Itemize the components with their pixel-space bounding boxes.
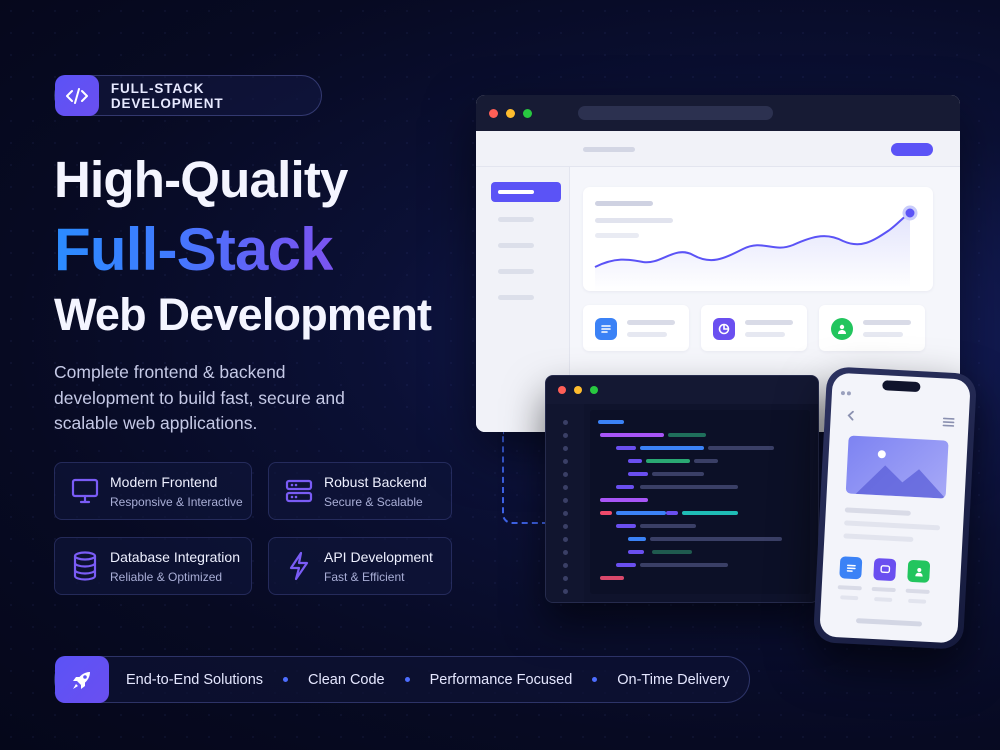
feature-subtitle: Secure & Scalable [324, 494, 423, 509]
browser-mockup [476, 95, 960, 432]
user-icon [907, 559, 931, 583]
feature-subtitle: Responsive & Interactive [110, 494, 243, 509]
headline-line-3: Web Development [54, 289, 432, 340]
feature-title: Modern Frontend [110, 473, 218, 490]
headline-line-2: Full-Stack [54, 216, 334, 283]
phone-screen [819, 372, 971, 644]
header-action-button [891, 143, 933, 156]
chart-card [583, 187, 933, 291]
editor-titlebar [546, 376, 818, 404]
category-badge: FULL-STACK DEVELOPMENT [54, 75, 322, 116]
separator-dot [404, 677, 410, 682]
badge-label: FULL-STACK DEVELOPMENT [110, 80, 224, 111]
feature-title: API Development [324, 548, 433, 565]
server-icon [279, 478, 319, 504]
address-bar [578, 106, 773, 120]
feature-subtitle: Reliable & Optimized [110, 569, 223, 584]
feature-card-backend: Robust Backend Secure & Scalable [268, 462, 452, 520]
menu-icon [942, 413, 955, 432]
stat-card-users [819, 305, 925, 351]
browser-app-header [476, 131, 960, 167]
stat-card-analytics [701, 305, 807, 351]
document-icon [839, 556, 863, 580]
browser-titlebar [476, 95, 960, 131]
line-chart-graphic [594, 205, 918, 291]
separator-dot [283, 677, 289, 682]
highlight-item: On-Time Delivery [617, 671, 730, 688]
highlights-bar: End-to-End Solutions Clean Code Performa… [54, 656, 750, 703]
feature-subtitle: Fast & Efficient [324, 569, 405, 584]
rocket-icon [55, 656, 109, 703]
database-icon [65, 551, 105, 581]
phone-mockup [812, 366, 978, 650]
highlight-item: End-to-End Solutions [126, 671, 264, 688]
user-icon [831, 318, 853, 340]
highlight-item: Clean Code [308, 671, 385, 688]
close-dot-icon [489, 108, 498, 118]
minimize-dot-icon [574, 386, 582, 394]
phone-notch [882, 380, 921, 393]
chat-icon [873, 557, 897, 582]
feature-card-frontend: Modern Frontend Responsive & Interactive [54, 462, 252, 520]
editor-gutter [546, 404, 584, 602]
code-brackets-icon [55, 75, 99, 116]
lightning-icon [279, 551, 319, 581]
feature-title: Robust Backend [324, 473, 427, 490]
code-area [590, 410, 810, 594]
feature-card-api: API Development Fast & Efficient [268, 537, 452, 595]
separator-dot [592, 677, 598, 682]
maximize-dot-icon [523, 108, 532, 118]
feature-title: Database Integration [110, 548, 240, 565]
pie-chart-icon [713, 318, 735, 340]
close-dot-icon [558, 386, 566, 394]
document-icon [595, 318, 617, 340]
monitor-icon [65, 478, 105, 504]
feature-card-database: Database Integration Reliable & Optimize… [54, 537, 252, 595]
description: Complete frontend & backend development … [54, 362, 345, 433]
maximize-dot-icon [590, 386, 598, 394]
code-editor-mockup [545, 375, 819, 603]
highlight-item: Performance Focused [429, 671, 573, 688]
image-placeholder-icon [845, 435, 949, 499]
headline-line-1: High-Quality [54, 151, 348, 208]
back-chevron-icon [846, 407, 855, 425]
stat-card-docs [583, 305, 689, 351]
minimize-dot-icon [506, 108, 515, 118]
dashed-connector [502, 432, 546, 524]
